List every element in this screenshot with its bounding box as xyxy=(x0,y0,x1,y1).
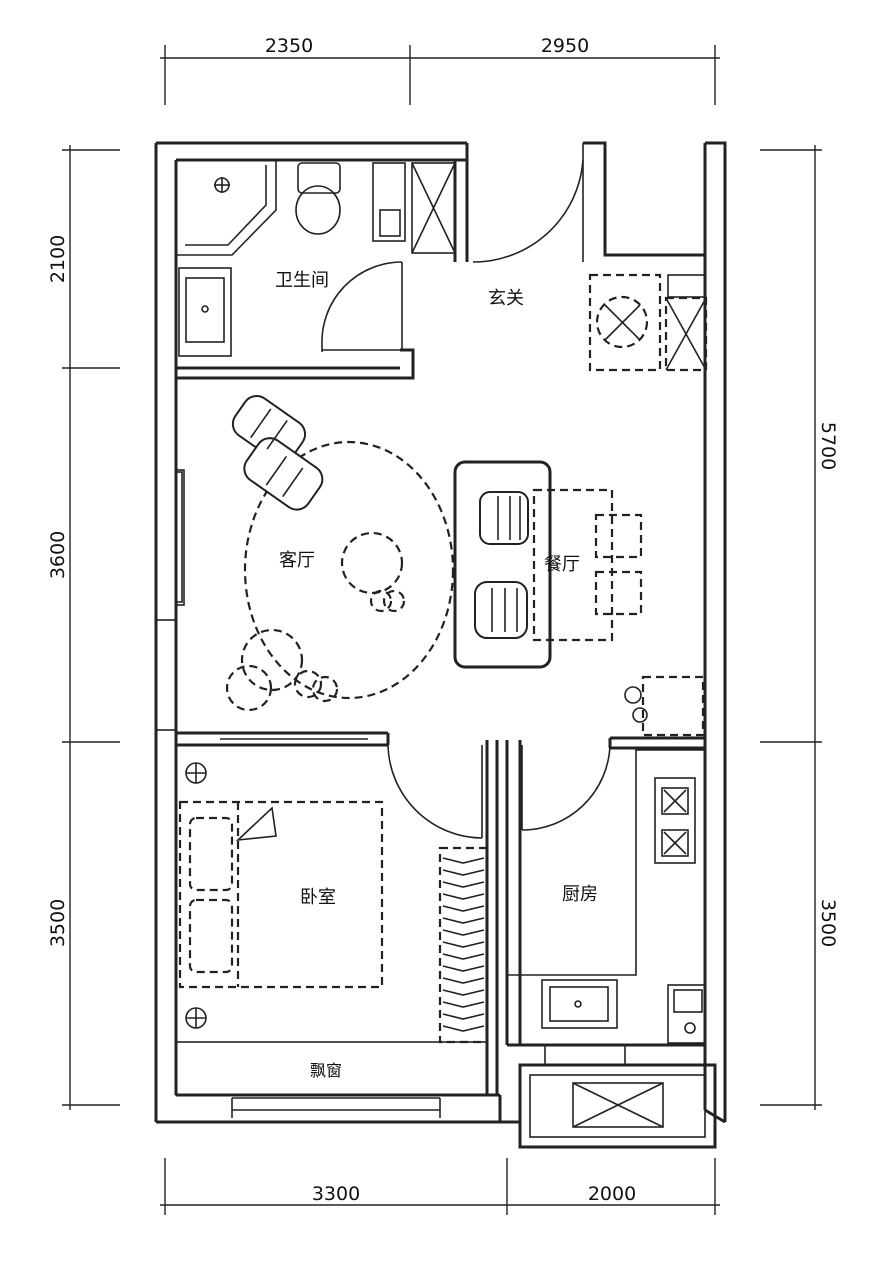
wardrobe-hanger xyxy=(442,905,485,912)
wardrobe-hanger xyxy=(442,953,485,960)
wardrobe-hanger xyxy=(442,929,485,936)
label-entrance: 玄关 xyxy=(488,288,524,309)
wardrobe-hanger xyxy=(442,941,485,948)
wardrobe-hanger xyxy=(442,917,485,924)
dim-left-bottom: 3500 xyxy=(47,899,69,947)
interior-walls xyxy=(155,348,705,1118)
wardrobe-hanger xyxy=(442,881,485,888)
doors xyxy=(321,143,611,839)
wardrobe-hanger xyxy=(442,1013,485,1020)
dim-right-bottom: 3500 xyxy=(817,899,839,947)
label-living-room: 客厅 xyxy=(279,550,315,571)
dim-top-right: 2950 xyxy=(541,35,589,57)
wardrobe-hanger xyxy=(442,1001,485,1008)
label-kitchen: 厨房 xyxy=(562,884,598,905)
wardrobe-hanger xyxy=(442,989,485,996)
wardrobe-hanger xyxy=(442,965,485,972)
label-bathroom: 卫生间 xyxy=(275,270,329,291)
living-furniture xyxy=(175,395,455,712)
entrance-fixtures xyxy=(588,273,708,372)
dimension-lines xyxy=(62,45,822,1215)
wardrobe-hanger xyxy=(442,869,485,876)
wardrobe-hanger xyxy=(442,893,485,900)
dim-left-top: 2100 xyxy=(47,235,69,283)
bathroom-fixtures xyxy=(176,160,456,357)
label-bay-window: 飘窗 xyxy=(310,1061,342,1080)
bedroom-furniture xyxy=(178,762,489,1044)
dim-bottom-right: 2000 xyxy=(588,1183,636,1205)
dining-furniture xyxy=(453,460,705,737)
wardrobe-hanger xyxy=(442,977,485,984)
dim-top-left: 2350 xyxy=(265,35,313,57)
dim-left-middle: 3600 xyxy=(47,531,69,579)
dim-bottom-left: 3300 xyxy=(312,1183,360,1205)
wardrobe-hanger xyxy=(442,857,485,864)
exterior-walls xyxy=(154,141,727,1149)
wardrobe-hanger xyxy=(442,1025,485,1032)
dim-right-top: 5700 xyxy=(817,422,839,470)
label-dining-room: 餐厅 xyxy=(544,554,580,575)
label-bedroom: 卧室 xyxy=(300,887,336,908)
kitchen-fixtures xyxy=(507,749,706,1128)
